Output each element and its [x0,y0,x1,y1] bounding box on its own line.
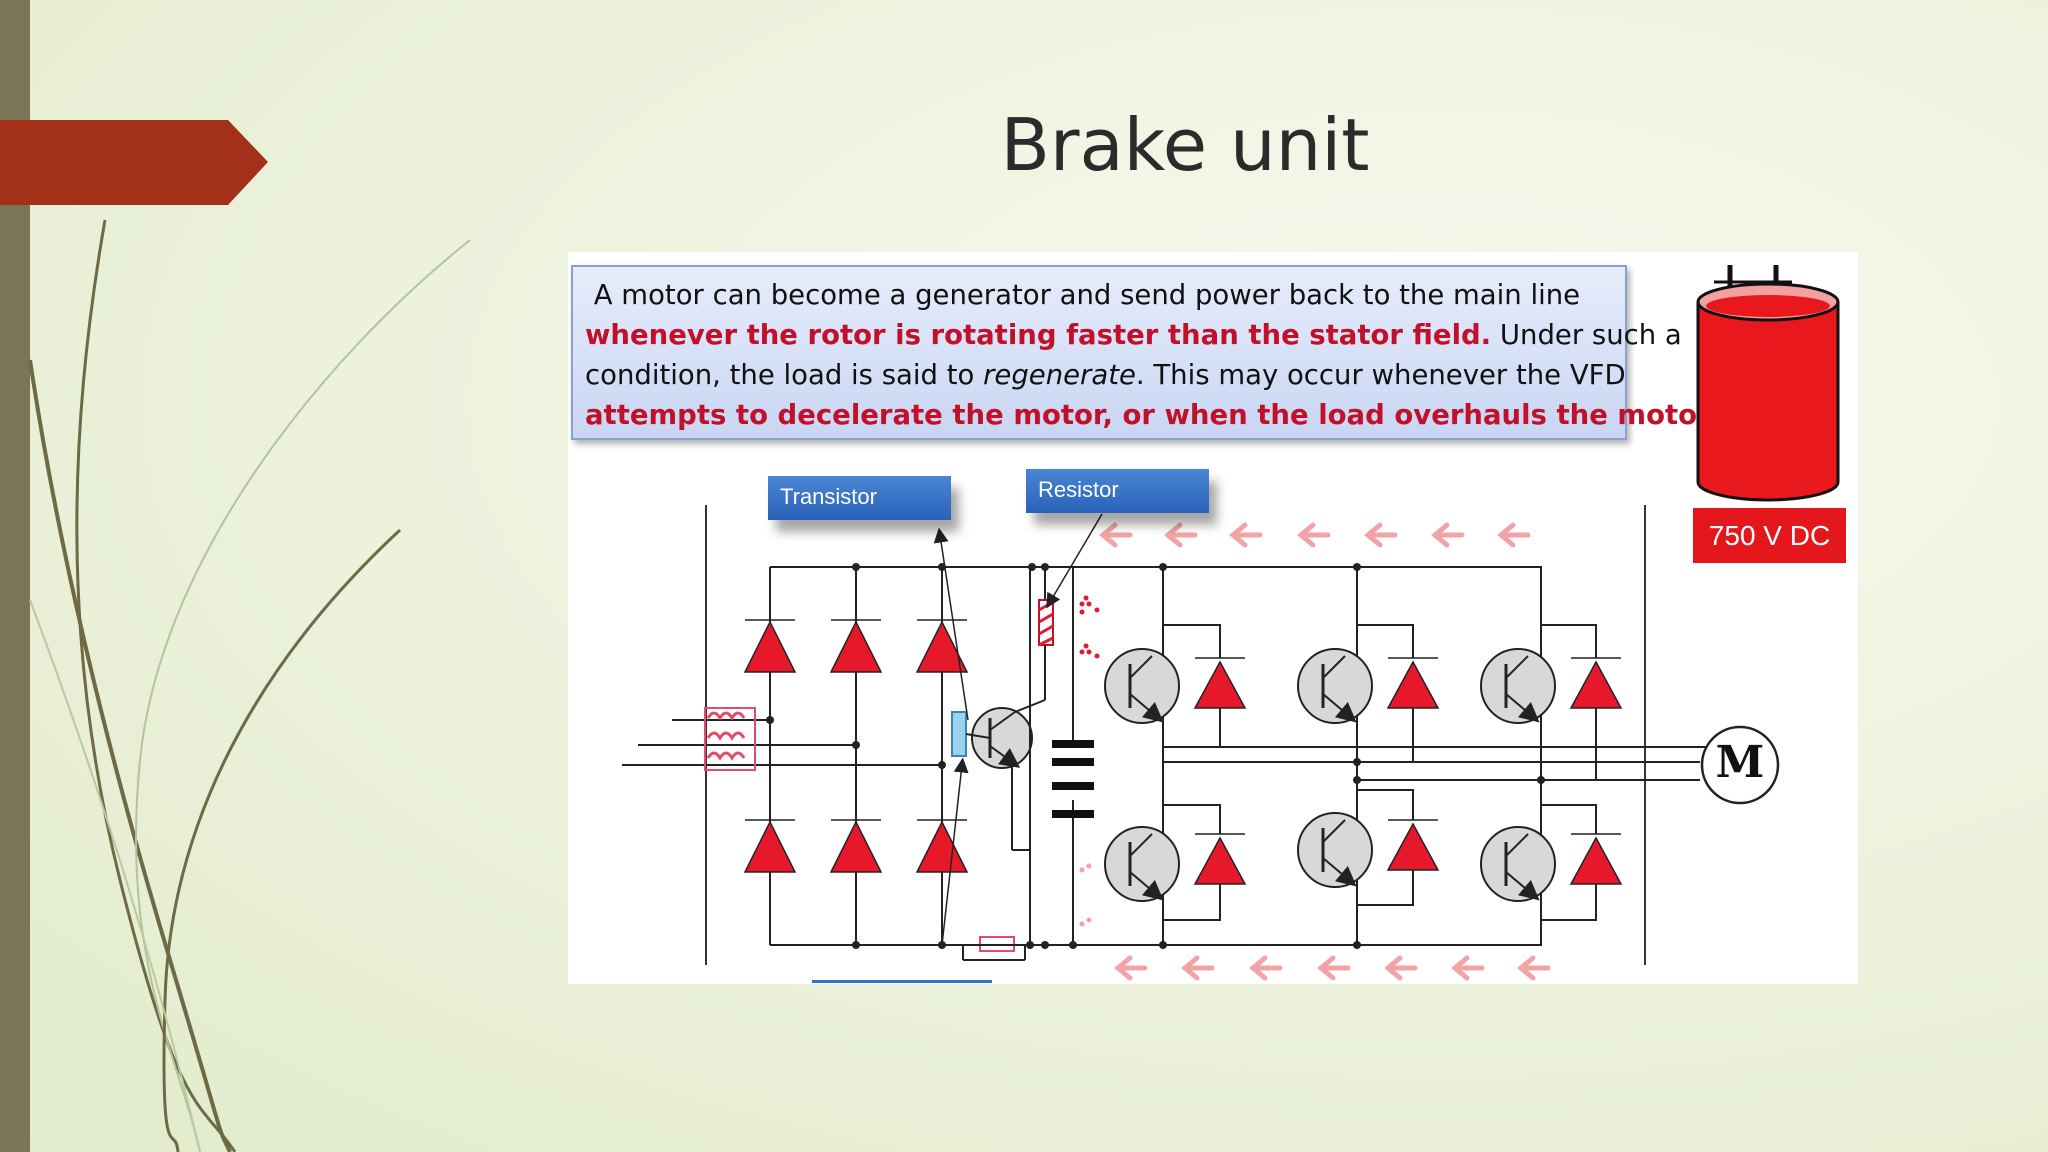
freewheel-diodes [1193,657,1623,885]
decorative-curves [28,219,471,1152]
text-line-3: condition, the load is said to regenerat… [585,355,1626,395]
text-line-3-italic: regenerate [983,359,1136,391]
title-accent-tab [0,120,268,205]
blue-underline [812,980,992,983]
text-line-2-rest: Under such a [1491,319,1682,351]
text-line-1-content: A motor can become a generator and send … [593,279,1581,311]
motor-label: M [1715,737,1765,788]
capacitor-can-icon [1696,265,1840,502]
text-line-3-end: . This may occur whenever the VFD [1135,359,1626,391]
voltage-label: 750 V DC [1693,508,1846,563]
brake-circuit-diagram [622,265,1840,981]
motor-symbol [1700,725,1780,805]
resistor-label: Resistor [1026,469,1209,513]
inverter-bridge [1162,567,1728,945]
dc-capacitor [1052,567,1100,945]
input-transformer [622,707,942,771]
brake-chopper [933,513,1103,961]
text-line-2: whenever the rotor is rotating faster th… [585,315,1682,355]
rectifier-diodes [743,619,969,873]
transistor-label: Transistor [768,476,951,520]
regeneration-arrows [1099,522,1551,981]
text-line-3-start: condition, the load is said to [585,359,984,391]
description-textbox: A motor can become a generator and send … [571,265,1717,440]
text-line-4: attempts to decelerate the motor, or whe… [585,395,1717,435]
rectifier-bridge [855,567,943,945]
text-line-1: A motor can become a generator and send … [585,275,1615,315]
slide-title: Brake unit [1000,103,1370,187]
text-line-2-highlight: whenever the rotor is rotating faster th… [585,319,1492,351]
text-line-4-highlight: attempts to decelerate the motor, or whe… [585,399,1718,431]
inverter-transistors [1104,648,1556,902]
